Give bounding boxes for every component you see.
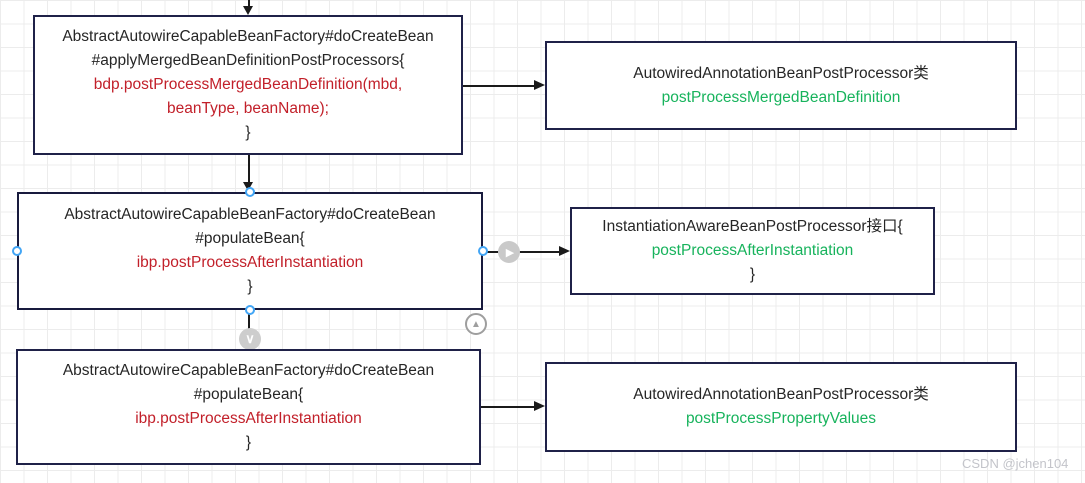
arrowhead-right-icon — [559, 246, 570, 256]
arrowhead-down-icon — [243, 6, 253, 15]
node-text-line: AbstractAutowireCapableBeanFactory#doCre… — [62, 28, 434, 45]
arrowhead-right-icon — [534, 401, 545, 411]
node-text-line: beanType, beanName); — [167, 100, 329, 117]
node-autowired-property-values[interactable]: AutowiredAnnotationBeanPostProcessor类 po… — [545, 362, 1017, 452]
node-text-line: postProcessPropertyValues — [685, 410, 877, 427]
selection-handle-bottom[interactable] — [245, 305, 255, 315]
node-text-line: #applyMergedBeanDefinitionPostProcessors… — [91, 52, 405, 69]
play-icon: ▶ — [505, 246, 515, 259]
node-populate-bean-2[interactable]: AbstractAutowireCapableBeanFactory#doCre… — [16, 349, 481, 465]
node-apply-merged-bean-definition[interactable]: AbstractAutowireCapableBeanFactory#doCre… — [33, 15, 463, 155]
quick-connect-play-button[interactable]: ▶ — [498, 241, 520, 263]
node-text-line: AbstractAutowireCapableBeanFactory#doCre… — [62, 362, 435, 379]
node-text-line: AbstractAutowireCapableBeanFactory#doCre… — [64, 206, 436, 223]
chevron-down-icon: ∨ — [245, 331, 255, 346]
collapse-button[interactable]: ▲ — [465, 313, 487, 335]
node-text-line: } — [245, 434, 252, 451]
connector-apply-to-populate[interactable] — [248, 155, 250, 183]
node-text-line: bdp.postProcessMergedBeanDefinition(mbd, — [93, 76, 403, 93]
arrowhead-right-icon — [534, 80, 545, 90]
node-text-line: AutowiredAnnotationBeanPostProcessor类 — [633, 64, 929, 82]
watermark: CSDN @jchen104 — [962, 456, 1069, 471]
arrowhead-down-icon — [243, 182, 253, 191]
selection-handle-top[interactable] — [245, 187, 255, 197]
node-text-line: AutowiredAnnotationBeanPostProcessor类 — [633, 386, 929, 403]
node-text-line: postProcessAfterInstantiation — [651, 242, 854, 259]
node-text-line: } — [245, 124, 251, 141]
node-text-line: } — [247, 278, 253, 295]
connector-apply-to-autowired[interactable] — [463, 85, 534, 87]
expand-button[interactable]: ∨ — [239, 328, 261, 350]
node-text-line: } — [749, 266, 756, 283]
node-text-line: #populateBean{ — [193, 386, 304, 403]
node-text-line: InstantiationAwareBeanPostProcessor接口{ — [602, 218, 903, 235]
node-autowired-merged-definition[interactable]: AutowiredAnnotationBeanPostProcessor类 po… — [545, 41, 1017, 130]
connector-populate-to-instantiation[interactable] — [483, 251, 559, 253]
node-instantiation-aware[interactable]: InstantiationAwareBeanPostProcessor接口{ p… — [570, 207, 935, 295]
chevron-up-icon: ▲ — [471, 318, 481, 330]
node-text-line: postProcessMergedBeanDefinition — [661, 88, 901, 106]
node-text-line: ibp.postProcessAfterInstantiation — [136, 254, 364, 271]
selection-handle-right[interactable] — [478, 246, 488, 256]
node-text-line: #populateBean{ — [195, 230, 305, 247]
connector-populate2-to-autowired[interactable] — [481, 406, 534, 408]
node-populate-bean-selected[interactable]: AbstractAutowireCapableBeanFactory#doCre… — [17, 192, 483, 310]
node-text-line: ibp.postProcessAfterInstantiation — [135, 410, 362, 427]
selection-handle-left[interactable] — [12, 246, 22, 256]
connector-top-in[interactable] — [248, 0, 250, 8]
